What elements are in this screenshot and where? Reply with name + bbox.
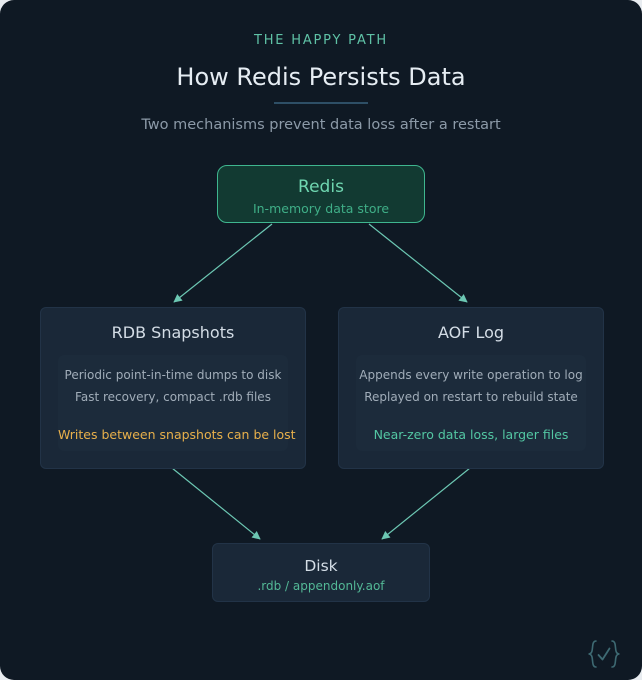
aof-detail-line: Appends every write operation to log <box>359 368 583 382</box>
arrow-redis-to-rdb <box>173 223 273 303</box>
arrow-rdb-to-disk <box>171 467 261 540</box>
title-divider <box>274 102 368 104</box>
aof-tradeoff-note: Near-zero data loss, larger files <box>373 427 569 442</box>
rdb-tradeoff-note: Writes between snapshots can be lost <box>58 427 296 442</box>
disk-node: Disk .rdb / appendonly.aof <box>212 543 430 602</box>
aof-panel-title: AOF Log <box>437 323 505 342</box>
diagram-title: How Redis Persists Data <box>176 63 466 91</box>
aof-detail-line: Replayed on restart to rebuild state <box>364 390 578 404</box>
redis-node-title: Redis <box>298 177 344 197</box>
aof-details: Appends every write operation to log Rep… <box>356 355 586 451</box>
diagram-subtitle: Two mechanisms prevent data loss after a… <box>141 117 501 133</box>
redis-node: Redis In-memory data store <box>217 165 425 223</box>
redis-node-subtitle: In-memory data store <box>252 201 390 216</box>
rdb-snapshots-panel: RDB Snapshots Periodic point-in-time dum… <box>40 307 306 469</box>
disk-node-title: Disk <box>304 557 338 575</box>
disk-node-subtitle: .rdb / appendonly.aof <box>257 579 385 593</box>
aof-log-panel: AOF Log Appends every write operation to… <box>338 307 604 469</box>
arrow-redis-to-aof <box>368 223 468 303</box>
rdb-detail-line: Fast recovery, compact .rdb files <box>75 390 271 404</box>
eyebrow-label: THE HAPPY PATH <box>253 33 388 48</box>
code-check-logo-icon <box>588 640 620 668</box>
arrow-aof-to-disk <box>381 467 471 540</box>
rdb-detail-line: Periodic point-in-time dumps to disk <box>64 368 282 382</box>
rdb-panel-title: RDB Snapshots <box>111 323 235 342</box>
rdb-details: Periodic point-in-time dumps to disk Fas… <box>58 355 296 451</box>
